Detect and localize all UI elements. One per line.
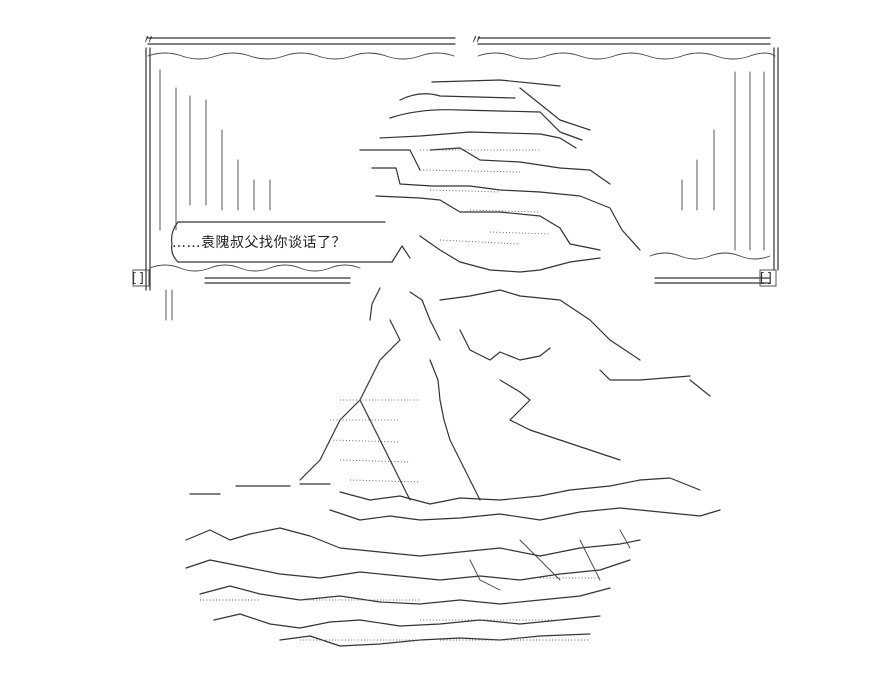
speech-bubble-text: ……袁隗叔父找你谈话了？ (172, 235, 346, 251)
svg-text:〃: 〃 (470, 33, 483, 48)
character-figure (185, 79, 721, 647)
svg-text:[]: [] (758, 271, 774, 286)
svg-text:〃: 〃 (142, 33, 155, 48)
svg-text:[]: [] (130, 271, 146, 286)
frame-glyphs: 〃 〃 [] [] (130, 33, 774, 286)
speech-bubble (171, 221, 411, 263)
window-frame (132, 37, 779, 321)
